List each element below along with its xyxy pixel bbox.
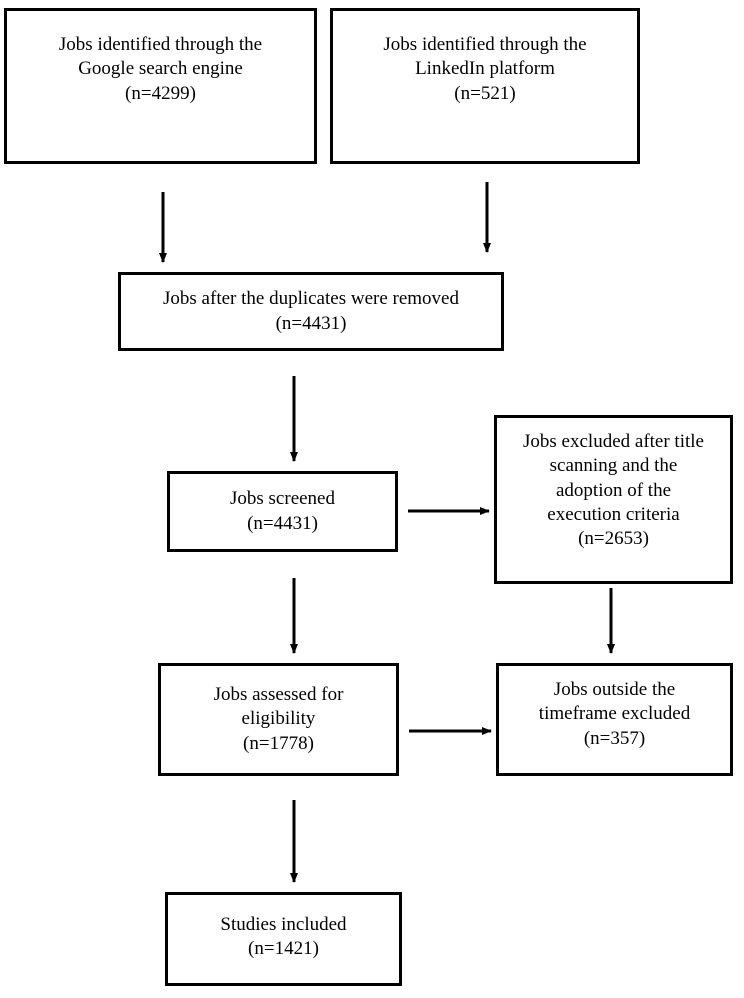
node-google-source: Jobs identified through the Google searc… xyxy=(4,8,317,164)
node-label: Jobs excluded after title scanning and t… xyxy=(523,431,704,550)
node-assessed-eligibility: Jobs assessed for eligibility (n=1778) xyxy=(158,663,399,776)
node-duplicates-removed: Jobs after the duplicates were removed (… xyxy=(118,272,504,351)
node-jobs-screened: Jobs screened (n=4431) xyxy=(167,471,398,552)
node-label: Jobs outside the timeframe excluded (n=3… xyxy=(538,679,691,749)
node-outside-timeframe-excluded: Jobs outside the timeframe excluded (n=3… xyxy=(496,663,733,776)
node-label: Jobs screened (n=4431) xyxy=(230,488,335,534)
node-label: Studies included (n=1421) xyxy=(220,914,347,960)
node-label: Jobs identified through the LinkedIn pla… xyxy=(383,34,587,104)
node-label: Jobs after the duplicates were removed (… xyxy=(163,288,459,334)
node-label: Jobs identified through the Google searc… xyxy=(58,34,263,104)
node-jobs-excluded-title-scan: Jobs excluded after title scanning and t… xyxy=(494,415,733,584)
node-label: Jobs assessed for eligibility (n=1778) xyxy=(213,684,344,754)
arrow-group xyxy=(159,182,615,883)
node-linkedin-source: Jobs identified through the LinkedIn pla… xyxy=(330,8,640,164)
node-studies-included: Studies included (n=1421) xyxy=(165,892,402,986)
